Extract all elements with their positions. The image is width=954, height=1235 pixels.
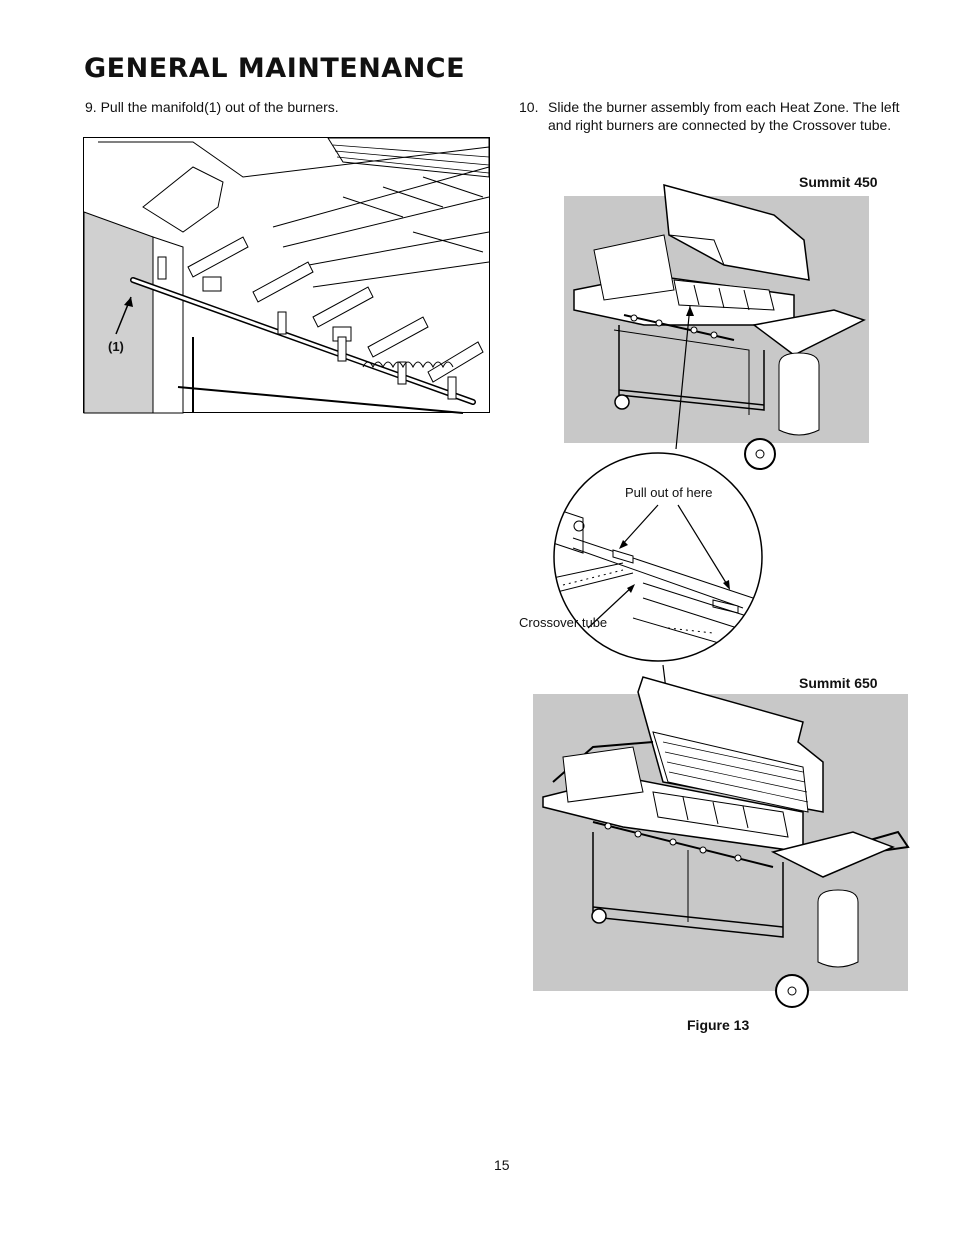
summit-450-label: Summit 450: [799, 174, 878, 190]
pull-out-label: Pull out of here: [625, 485, 713, 500]
summit-450-illustration: [564, 183, 869, 470]
page-title: GENERAL MAINTENANCE: [84, 53, 466, 84]
crossover-detail: [553, 452, 763, 662]
manifold-callout: (1): [108, 339, 124, 354]
crossover-tube-label: Crossover tube: [519, 615, 608, 630]
step-10-number: 10.: [519, 99, 539, 115]
figure-caption: Figure 13: [687, 1017, 750, 1033]
page-number: 15: [494, 1157, 510, 1173]
step-10-text: Slide the burner assembly from each Heat…: [548, 99, 900, 133]
step-9-instruction: 9. Pull the manifold(1) out of the burne…: [85, 99, 339, 115]
manifold-illustration: [83, 137, 490, 414]
summit-650-illustration: [533, 676, 910, 1008]
summit-650-label: Summit 650: [799, 675, 878, 691]
